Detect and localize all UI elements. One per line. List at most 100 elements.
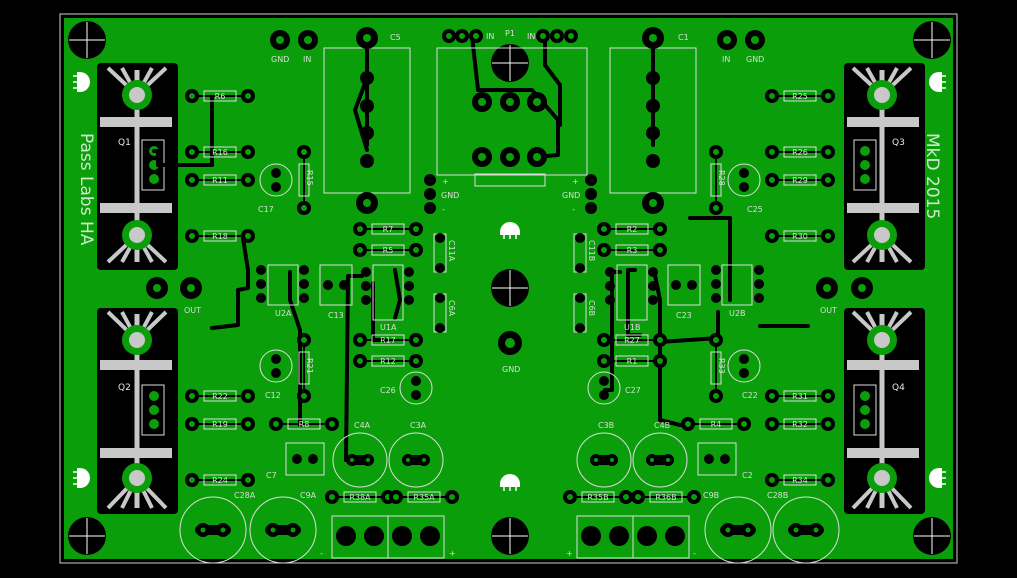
capacitor-label: C6B <box>587 300 596 316</box>
resistor-r11: R11 <box>185 173 255 187</box>
plus-label: + <box>442 177 449 186</box>
resistor-label: R34 <box>792 476 808 485</box>
resistor-label: R17 <box>380 336 396 345</box>
capacitor-label: C23 <box>676 311 692 320</box>
resistor-r29: R29 <box>765 173 835 187</box>
resistor-label: R24 <box>212 476 228 485</box>
ic-u2b: U2B <box>711 264 764 318</box>
resistors: R6R16R11R18R22R19R24R8R7R5R17R12R2R3R27R… <box>185 89 835 504</box>
resistor-r36b: R36B <box>631 490 701 504</box>
capacitor-c13: C13 <box>319 264 353 320</box>
resistor-label: R31 <box>792 392 808 401</box>
resistor-r35a: R35A <box>389 490 459 504</box>
resistor-r16: R16 <box>185 145 255 159</box>
capacitor-label: C28B <box>767 491 788 500</box>
input-jacks: GND IN IN GND GND OUT OUT <box>146 30 873 374</box>
resistor-r30: R30 <box>765 229 835 243</box>
resistor-label: R18 <box>212 232 228 241</box>
minus-label: - <box>693 549 696 558</box>
ic-u1a: U1A <box>361 264 414 332</box>
capacitor-c23: C23 <box>667 264 701 320</box>
heatsink-q4: Q4 <box>844 308 925 514</box>
resistor-r6: R6 <box>185 89 255 103</box>
resistor-label: R35A <box>413 493 435 502</box>
resistor-r33: R33 <box>709 333 726 403</box>
capacitor-c9a: C9A <box>249 491 317 564</box>
heatsink-q3: Q3 <box>844 63 925 270</box>
resistor-r35b: R35B <box>563 490 633 504</box>
resistor-label: R5 <box>383 246 394 255</box>
capacitor-c3a: C3A <box>388 421 444 488</box>
capacitor-c25: C25 <box>727 163 763 214</box>
capacitor-label: C17 <box>258 205 274 214</box>
capacitor-label: C2 <box>742 471 753 480</box>
gnd-center-label: GND <box>502 365 520 374</box>
capacitor-c7: C7 <box>266 442 325 480</box>
in-right-label: IN <box>722 55 730 64</box>
ic-packages: U2A U1A U1B U2B <box>256 264 764 332</box>
resistor-r2: R2 <box>597 222 667 236</box>
resistor-r4: R4 <box>681 417 751 431</box>
capacitor-c27: C27 <box>587 371 641 405</box>
resistor-label: R4 <box>711 420 722 429</box>
resistor-r38a: R38A <box>325 490 395 504</box>
capacitor-c4a: C4A <box>332 421 388 488</box>
mounting-holes <box>68 21 951 555</box>
resistor-r22: R22 <box>185 389 255 403</box>
q3-label: Q3 <box>892 138 905 148</box>
capacitor-c11b: C11B <box>573 233 596 273</box>
gnd-left-label: GND <box>271 55 289 64</box>
resistor-r15: R15 <box>297 145 314 215</box>
resistor-r5: R5 <box>353 243 423 257</box>
resistor-r31: R31 <box>765 389 835 403</box>
supply-pads: + GND - + GND - <box>424 174 597 214</box>
connector-p1: P1 IN IN <box>436 29 588 187</box>
resistor-r3: R3 <box>597 243 667 257</box>
resistor-r18: R18 <box>185 229 255 243</box>
board-outline <box>59 13 958 564</box>
u2a-label: U2A <box>275 309 292 318</box>
capacitor-label: C4A <box>354 421 371 430</box>
plus-label: + <box>572 177 579 186</box>
resistor-label: R7 <box>383 225 394 234</box>
capacitor-label: C11B <box>587 240 596 261</box>
u1a-label: U1A <box>380 323 397 332</box>
resistor-label: R28 <box>717 170 726 186</box>
capacitor-c12: C12 <box>259 349 293 400</box>
plus-label: + <box>566 549 573 558</box>
resistor-label: R32 <box>792 420 808 429</box>
capacitor-label: C3A <box>410 421 427 430</box>
minus-label: - <box>320 549 323 558</box>
resistor-r34: R34 <box>765 473 835 487</box>
resistor-label: R33 <box>717 358 726 374</box>
capacitor-label: C12 <box>265 391 281 400</box>
resistor-label: R35B <box>587 493 608 502</box>
capacitor-label: C3B <box>598 421 614 430</box>
resistor-label: R25 <box>792 92 808 101</box>
capacitor-label: C9B <box>703 491 719 500</box>
resistor-label: R2 <box>627 225 638 234</box>
capacitor-label: C6A <box>447 300 456 317</box>
resistor-r1: R1 <box>597 354 667 368</box>
capacitor-label: C13 <box>328 311 344 320</box>
capacitor-c26: C26 <box>380 371 433 405</box>
resistor-r25: R25 <box>765 89 835 103</box>
p1-in-right: IN <box>527 32 535 41</box>
capacitor-label: C22 <box>742 391 758 400</box>
board-title-right: MkD 2015 <box>922 133 942 219</box>
p1-in-left: IN <box>486 32 494 41</box>
plus-label: + <box>449 549 456 558</box>
u1b-label: U1B <box>624 323 640 332</box>
resistor-r12: R12 <box>353 354 423 368</box>
c1-label: C1 <box>678 33 689 42</box>
capacitor-c2: C2 <box>697 442 753 480</box>
resistor-label: R22 <box>212 392 228 401</box>
resistor-label: R11 <box>212 176 228 185</box>
resistor-label: R6 <box>215 92 226 101</box>
capacitor-c6a: C6A <box>433 293 456 333</box>
resistor-label: R19 <box>212 420 228 429</box>
capacitor-c28a: C28A <box>179 491 256 564</box>
gnd-pad-label: GND <box>562 191 580 200</box>
